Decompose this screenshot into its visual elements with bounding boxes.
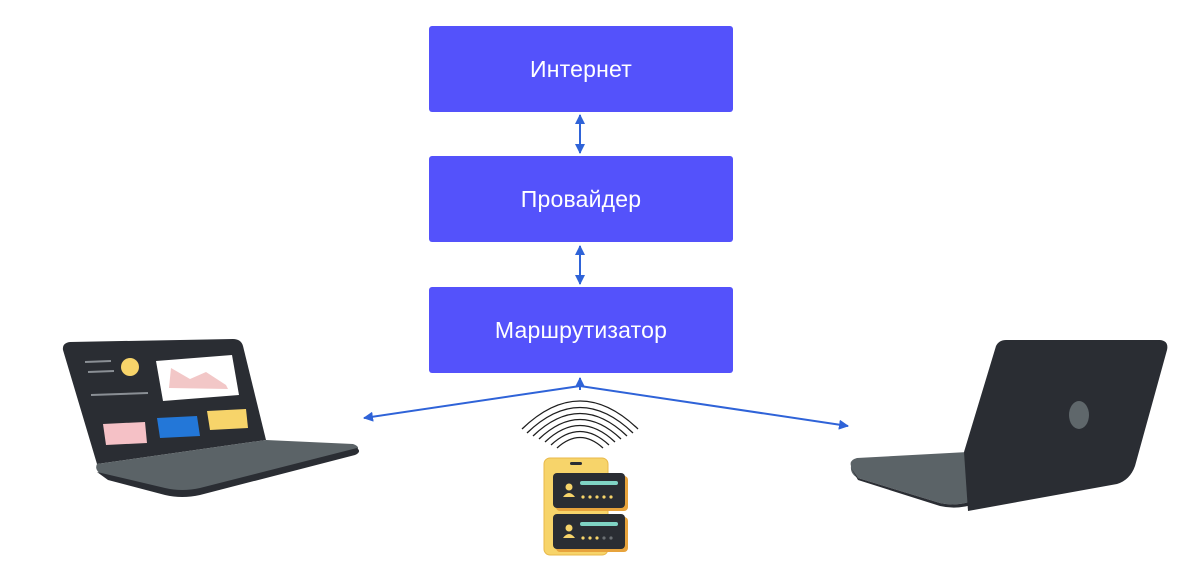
node-router-label: Маршрутизатор [494,316,668,343]
node-provider: Провайдер [429,156,733,242]
node-provider-label: Провайдер [520,185,642,212]
node-internet-label: Интернет [530,55,632,82]
node-router: Маршрутизатор [429,287,733,373]
arrow-router-left-laptop [363,385,581,422]
arrow-router-right-laptop [579,385,849,430]
node-internet: Интернет [429,26,733,112]
